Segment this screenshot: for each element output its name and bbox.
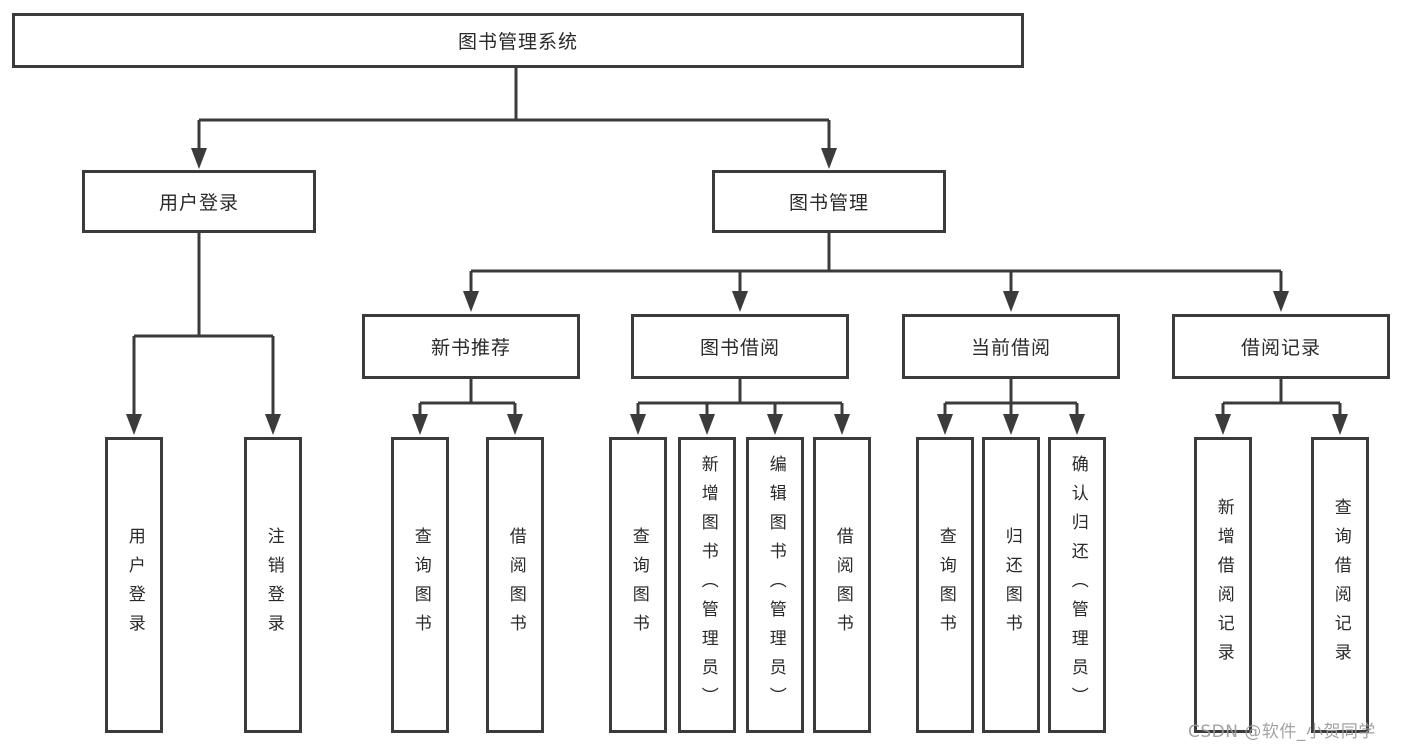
leaf-label: 借阅图书 — [832, 527, 853, 643]
leaf-user-login: 用户登录 — [105, 437, 163, 733]
leaf-logout: 注销登录 — [244, 437, 302, 733]
leaf-label: 查询图书 — [935, 527, 956, 643]
connector-root — [199, 66, 829, 122]
leaf-label: 查询图书 — [628, 527, 649, 643]
leaf-query-borrow-record: 查询借阅记录 — [1311, 437, 1369, 733]
leaf-query-books-borrow: 查询图书 — [609, 437, 667, 733]
leaf-label: 借阅图书 — [505, 527, 526, 643]
leaf-return-books: 归还图书 — [982, 437, 1040, 733]
connector-book-management — [471, 231, 1281, 273]
leaf-edit-books-admin: 编辑图书（管理员） — [746, 437, 804, 733]
leaf-query-books-recommend: 查询图书 — [391, 437, 449, 733]
leaf-label: 查询借阅记录 — [1330, 498, 1351, 672]
leaf-label: 确认归还（管理员） — [1067, 454, 1088, 716]
leaf-label: 查询图书 — [410, 527, 431, 643]
node-book-management: 图书管理 — [712, 170, 946, 233]
leaf-add-books-admin: 新增图书（管理员） — [678, 437, 736, 733]
connector-borrow-records — [1223, 377, 1340, 405]
connector-current-borrow — [945, 377, 1077, 405]
arrowheads — [126, 148, 1348, 435]
leaf-query-books-current: 查询图书 — [916, 437, 974, 733]
node-borrowing-records: 借阅记录 — [1172, 314, 1390, 379]
leaf-add-borrow-record: 新增借阅记录 — [1194, 437, 1252, 733]
node-user-login: 用户登录 — [82, 170, 316, 233]
leaf-label: 用户登录 — [124, 527, 145, 643]
watermark: CSDN @软件_小贺同学 — [1188, 722, 1376, 742]
leaf-confirm-return-admin: 确认归还（管理员） — [1048, 437, 1106, 733]
node-root: 图书管理系统 — [12, 13, 1024, 68]
node-new-book-recommendation: 新书推荐 — [362, 314, 580, 379]
node-book-borrowing: 图书借阅 — [631, 314, 849, 379]
leaf-label: 归还图书 — [1001, 527, 1022, 643]
leaf-label: 注销登录 — [263, 527, 284, 643]
leaf-label: 新增借阅记录 — [1213, 498, 1234, 672]
connector-user-login — [134, 231, 273, 338]
leaf-label: 编辑图书（管理员） — [765, 454, 786, 716]
connector-book-borrow — [638, 377, 842, 405]
leaf-label: 新增图书（管理员） — [697, 454, 718, 716]
connector-new-book — [420, 377, 515, 405]
node-current-borrowing: 当前借阅 — [902, 314, 1120, 379]
leaf-borrow-books-recommend: 借阅图书 — [486, 437, 544, 733]
leaf-borrow-books: 借阅图书 — [813, 437, 871, 733]
